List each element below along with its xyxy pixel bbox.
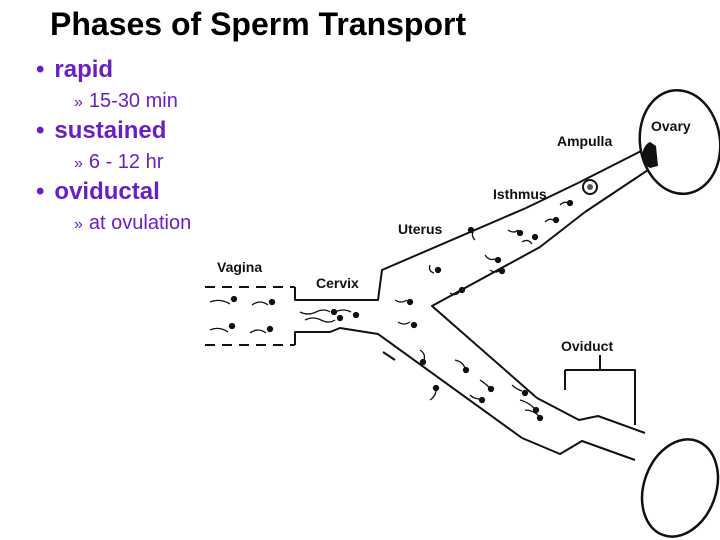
sub-bullet-sustained: » 6 - 12 hr <box>74 151 163 174</box>
tract-outline <box>205 147 655 461</box>
bullet-sustained: • sustained <box>36 117 166 145</box>
sperm-cell <box>458 286 466 294</box>
bullet-dot: • <box>36 56 45 83</box>
sperm-cell <box>566 199 574 207</box>
upper-ovary <box>638 88 720 196</box>
bullet-label: sustained <box>54 117 167 144</box>
sperm-cell <box>228 322 236 330</box>
label-isthmus: Isthmus <box>493 186 547 202</box>
bullet-dot: • <box>36 117 45 144</box>
label-cervix: Cervix <box>316 275 359 291</box>
sperm-cell <box>552 216 560 224</box>
sub-bullet-rapid: » 15-30 min <box>74 90 178 113</box>
sub-bullet-oviductal: » at ovulation <box>74 212 191 235</box>
lower-oviduct-bottom <box>521 437 636 461</box>
sperm-cells <box>209 199 574 422</box>
sperm-cell <box>419 358 427 366</box>
bullet-dot: • <box>36 178 45 205</box>
sub-bullet-text: 15-30 min <box>88 90 178 112</box>
oviduct-bracket <box>564 355 636 425</box>
sub-bullet-text: 6 - 12 hr <box>88 151 164 173</box>
sperm-cell <box>230 295 238 303</box>
sperm-cell <box>494 256 502 264</box>
sperm-cell <box>467 226 475 234</box>
egg-nucleus <box>587 184 593 190</box>
sperm-cell <box>516 229 524 237</box>
sperm-cell <box>268 298 276 306</box>
label-vagina: Vagina <box>217 259 262 275</box>
slide-title: Phases of Sperm Transport <box>50 6 467 42</box>
lower-uterus-wall <box>294 327 523 439</box>
sperm-cell <box>266 325 274 333</box>
label-uterus: Uterus <box>398 221 443 237</box>
sperm-cell <box>521 389 529 397</box>
upper-isthmus-top <box>525 182 579 209</box>
lower-ovary <box>640 438 720 538</box>
bullet-label: oviductal <box>54 178 160 205</box>
lower-oviduct-top <box>536 397 646 434</box>
sperm-cell <box>462 366 470 374</box>
inner-uterus-wall <box>431 246 541 399</box>
bullet-label: rapid <box>54 56 114 83</box>
label-ovary: Ovary <box>651 118 691 134</box>
sperm-cell <box>498 267 506 275</box>
sperm-cell <box>487 385 495 393</box>
sperm-cell <box>531 233 539 241</box>
sub-bullet-chevron: » <box>74 155 83 172</box>
bullet-rapid: • rapid <box>36 56 113 84</box>
label-ampulla: Ampulla <box>557 133 612 149</box>
upper-ampulla-top <box>577 147 648 184</box>
bullet-oviductal: • oviductal <box>36 178 160 206</box>
sperm-cell <box>434 266 442 274</box>
upper-isthmus-bottom <box>539 211 586 248</box>
sperm-cell <box>478 396 486 404</box>
upper-ampulla-bottom <box>584 165 655 213</box>
lower-notch <box>382 351 396 361</box>
sperm-cell <box>432 384 440 392</box>
sub-bullet-text: at ovulation <box>88 212 192 234</box>
label-oviduct: Oviduct <box>561 338 613 354</box>
sperm-cell <box>536 414 544 422</box>
sperm-cell <box>406 298 414 306</box>
sperm-cell <box>352 311 360 319</box>
sperm-cell <box>532 406 540 414</box>
sub-bullet-chevron: » <box>74 94 83 111</box>
upper-uterus-wall <box>294 207 527 301</box>
fimbria-dark <box>642 142 658 168</box>
sperm-cell <box>410 321 418 329</box>
sperm-cell <box>336 314 344 322</box>
sub-bullet-chevron: » <box>74 216 83 233</box>
